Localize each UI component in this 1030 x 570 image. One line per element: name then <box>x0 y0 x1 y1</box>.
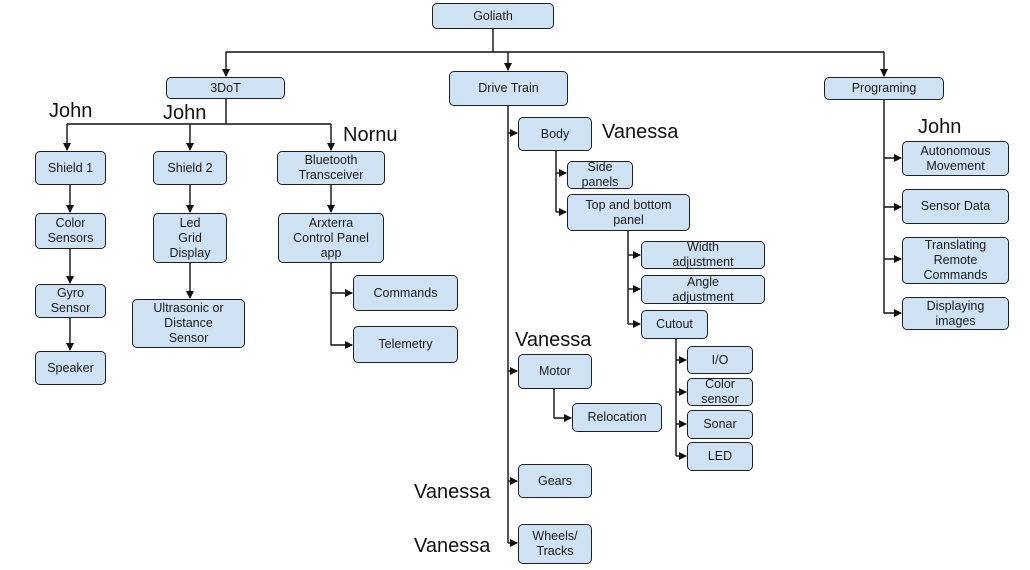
node-3dot: 3DoT <box>166 77 285 99</box>
node-motor: Motor <box>518 354 592 389</box>
node-relocation: Relocation <box>572 403 662 432</box>
owner-label-vanessa-wheels: Vanessa <box>414 535 491 557</box>
owner-label-nornu: Nornu <box>343 124 398 146</box>
node-width-adjustment: Width adjustment <box>641 240 765 269</box>
node-ultrasonic-sensor: Ultrasonic or Distance Sensor <box>132 299 245 348</box>
node-autonomous-movement: Autonomous Movement <box>902 141 1009 176</box>
node-arxterra-control-panel: Arxterra Control Panel app <box>278 213 384 263</box>
node-gears: Gears <box>518 464 592 498</box>
node-displaying-images: Displaying images <box>902 297 1009 330</box>
node-color-sensor: Color sensor <box>687 377 753 406</box>
node-body: Body <box>518 117 592 151</box>
node-programing: Programing <box>824 77 944 100</box>
owner-label-vanessa-gears: Vanessa <box>414 481 491 503</box>
owner-label-john-shield2: John <box>163 102 207 124</box>
node-sonar: Sonar <box>687 410 753 439</box>
node-bluetooth-transceiver: Bluetooth Transceiver <box>277 151 385 185</box>
node-speaker: Speaker <box>35 351 106 385</box>
node-shield-2: Shield 2 <box>153 151 227 185</box>
node-top-bottom-panel: Top and bottom panel <box>567 194 690 231</box>
node-sensor-data: Sensor Data <box>902 189 1009 224</box>
owner-label-vanessa-motor: Vanessa <box>515 329 592 351</box>
node-side-panels: Side panels <box>567 160 633 189</box>
node-telemetry: Telemetry <box>353 326 458 363</box>
node-io: I/O <box>687 346 753 374</box>
node-goliath: Goliath <box>432 3 554 29</box>
node-angle-adjustment: Angle adjustment <box>641 275 765 304</box>
owner-label-vanessa-body: Vanessa <box>602 121 679 143</box>
node-color-sensors: Color Sensors <box>35 213 106 249</box>
node-led: LED <box>687 442 753 471</box>
node-gyro-sensor: Gyro Sensor <box>35 284 106 318</box>
node-translating-remote-commands: Translating Remote Commands <box>902 237 1009 284</box>
node-cutout: Cutout <box>641 310 708 339</box>
owner-label-john-shield1: John <box>49 100 93 122</box>
owner-label-john-programing: John <box>918 116 962 138</box>
node-led-grid-display: Led Grid Display <box>153 213 227 263</box>
node-commands: Commands <box>353 275 458 311</box>
node-drive-train: Drive Train <box>449 71 568 106</box>
node-wheels-tracks: Wheels/ Tracks <box>518 524 592 564</box>
node-shield-1: Shield 1 <box>35 151 106 185</box>
